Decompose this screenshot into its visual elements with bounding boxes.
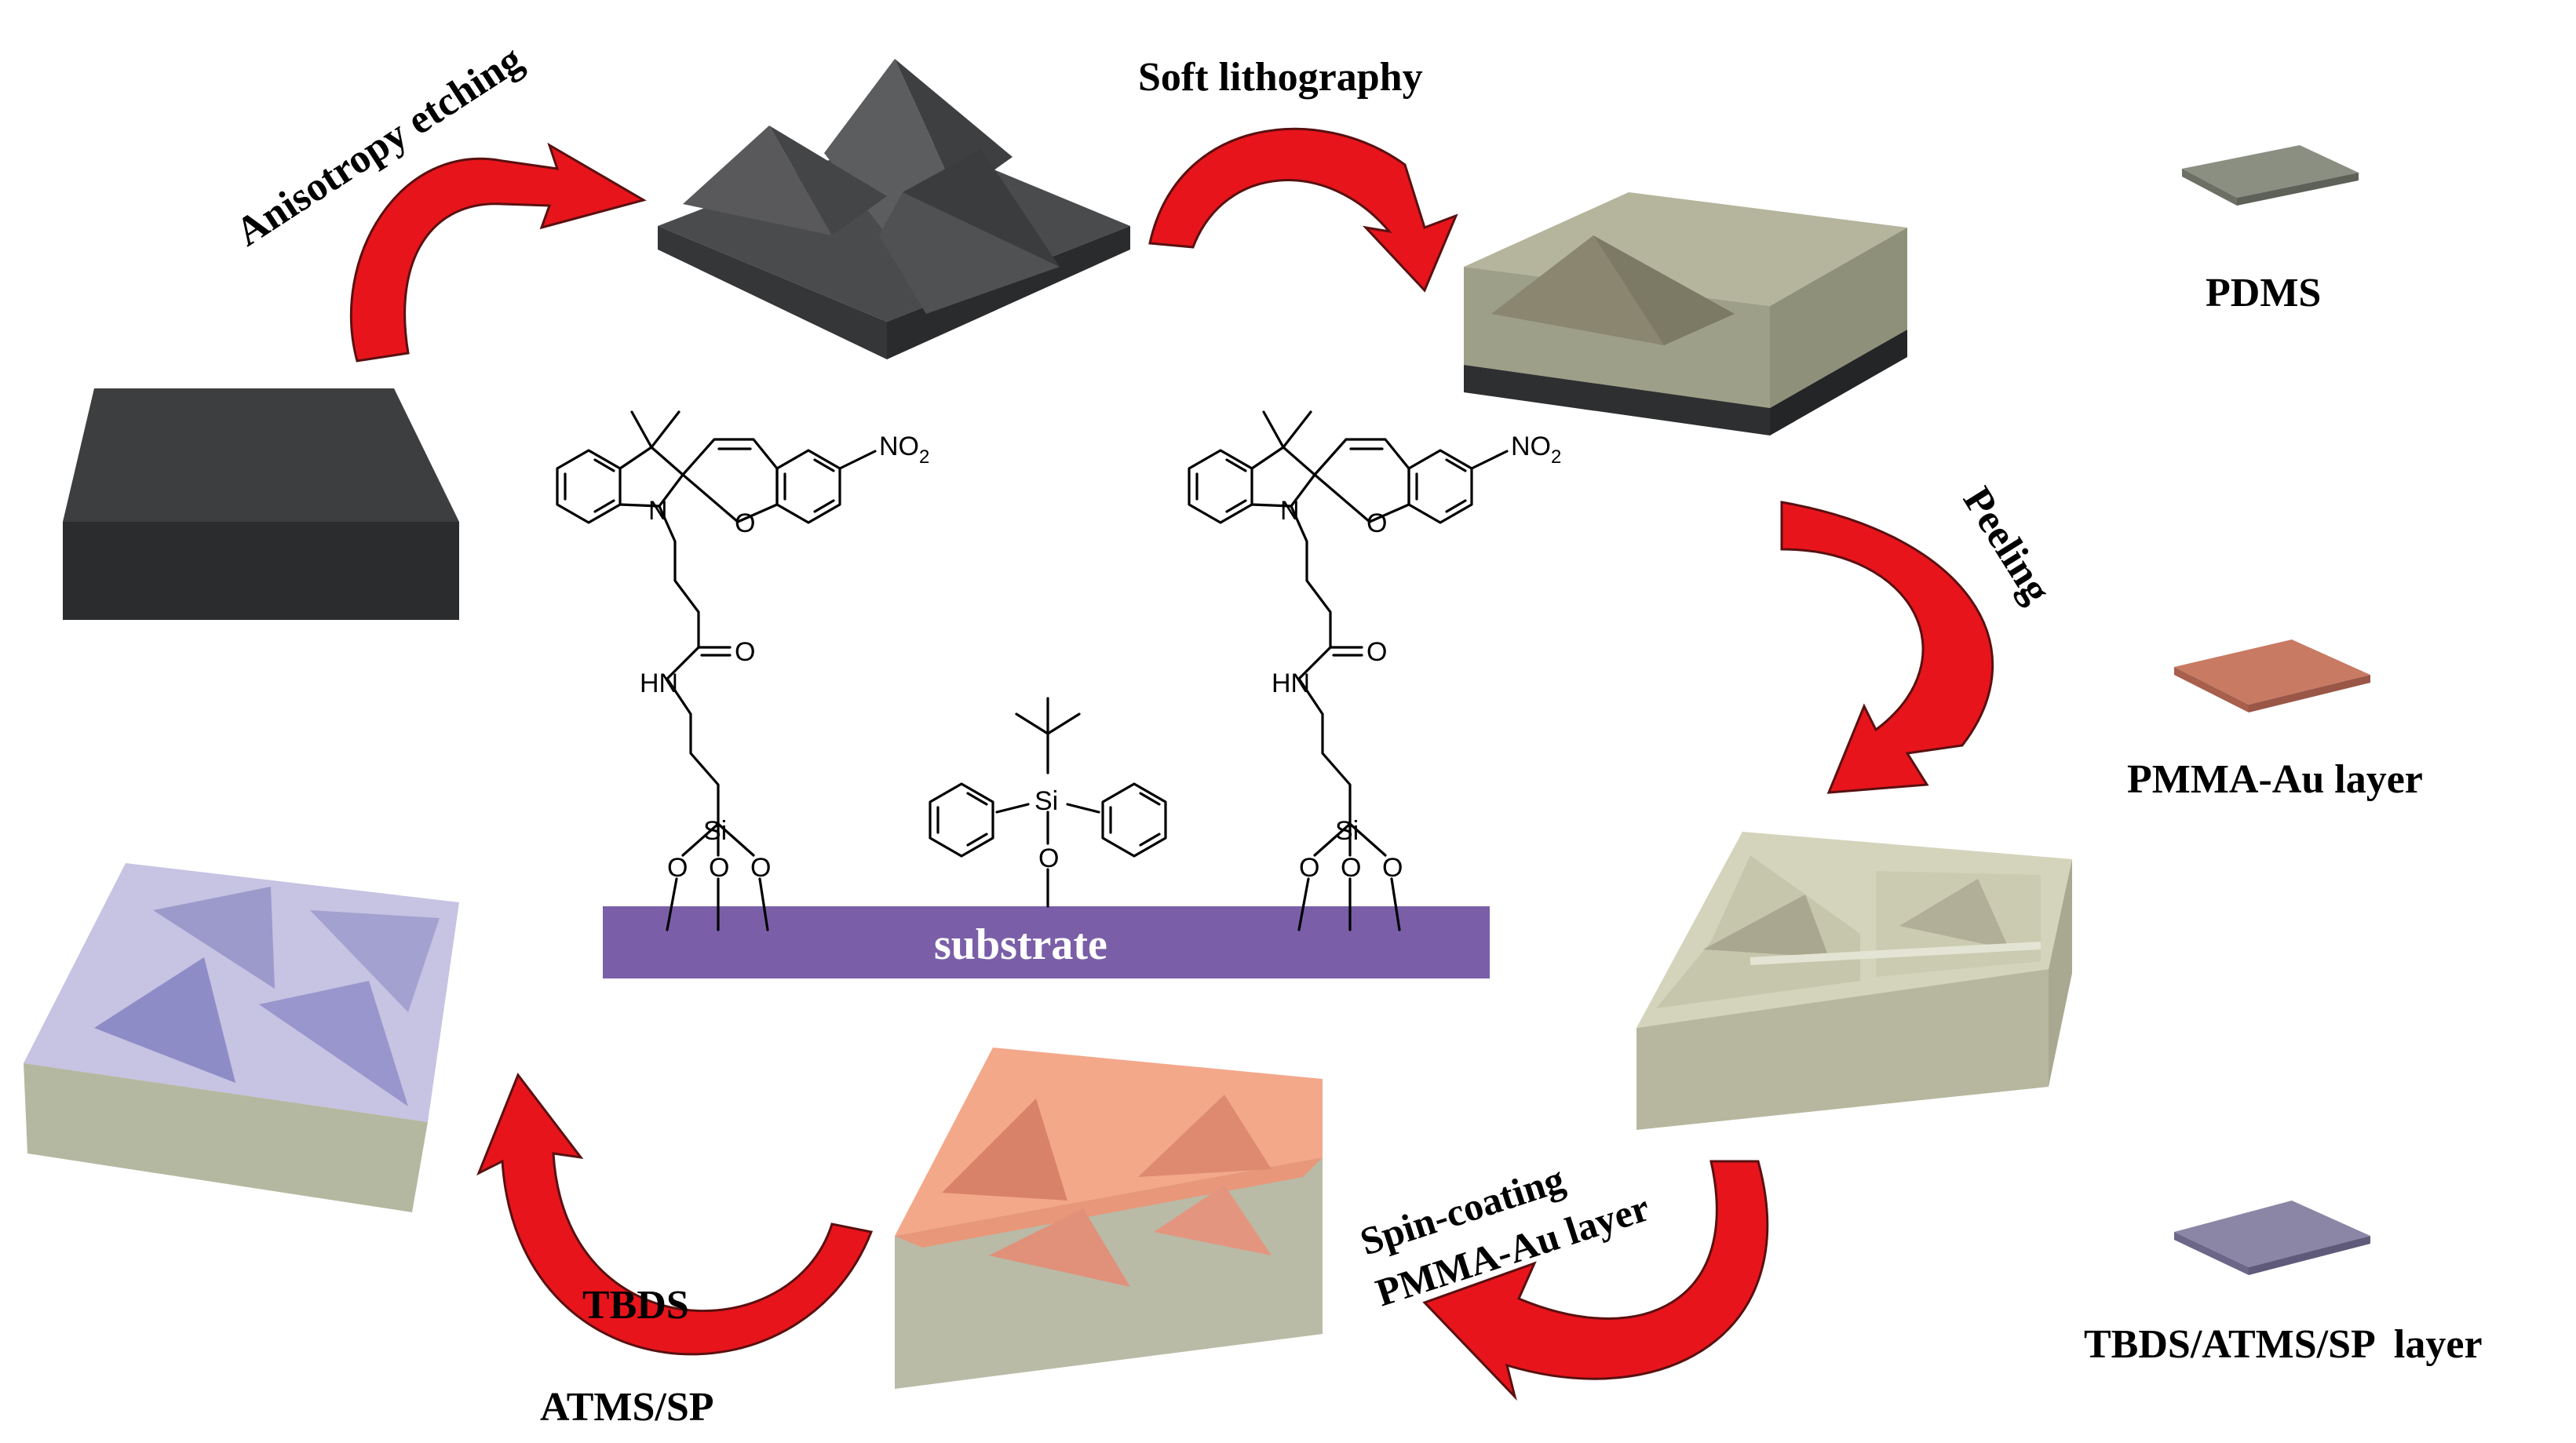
arrow-spin-coating (1422, 1160, 1769, 1401)
o-atom-left: O (735, 508, 755, 538)
n-atom-right: N (1280, 496, 1300, 526)
tbds-si-atom: Si (1034, 786, 1058, 816)
arrow-peeling (1780, 501, 1994, 794)
legend-pdms-label: PDMS (2206, 271, 2321, 315)
o-leg-right-1: O (1299, 853, 1319, 883)
legend-pmma-au-swatch (2174, 640, 2370, 712)
no2-label-right: NO2 (1511, 432, 1561, 468)
carbonyl-o-right: O (1366, 637, 1387, 667)
legend-tbds-atms-sp-label: TBDS/ATMS/SP layer (2084, 1322, 2483, 1367)
o-leg-left-1: O (667, 853, 688, 883)
hn-label-left: HN (640, 669, 678, 698)
si-atom-left: Si (703, 816, 727, 846)
legend-pdms-swatch (2182, 145, 2359, 206)
hn-label-right: HN (1272, 669, 1310, 698)
o-leg-right-3: O (1382, 853, 1403, 883)
o-leg-left-2: O (709, 853, 729, 883)
pdms-mold-block (1636, 832, 2072, 1130)
tbds-coated-block (24, 863, 459, 1212)
legend-pmma-au-label: PMMA-Au layer (2127, 757, 2423, 802)
arrow-tbds (476, 1072, 874, 1356)
arrow-soft-lithography (1148, 127, 1458, 293)
legend-tbds-swatch (2174, 1201, 2370, 1275)
tbds-molecule: Si O (929, 697, 1167, 908)
silicon-wafer-block (63, 388, 459, 620)
step-tbds-label: TBDS (582, 1283, 689, 1328)
carbonyl-o-left: O (735, 637, 755, 667)
o-leg-left-3: O (750, 853, 771, 883)
substrate-bar (603, 906, 1490, 978)
step-soft-lithography-label: Soft lithography (1138, 55, 1423, 100)
tbds-o-atom: O (1038, 844, 1059, 873)
o-leg-right-2: O (1341, 853, 1361, 883)
chemistry-schematic: substrate NO2 N O O HN Si O O O NO2 N O … (557, 412, 1561, 978)
si-atom-right: Si (1335, 816, 1359, 846)
legend: PDMS PMMA-Au layer TBDS/ATMS/SP layer (2084, 145, 2483, 1367)
etched-pyramid-block (658, 59, 1130, 359)
spiropyran-left: NO2 N O O HN Si O O O (557, 412, 929, 930)
spiropyran-right: NO2 N O O HN Si O O O (1189, 412, 1561, 930)
n-atom-left: N (648, 496, 668, 526)
pmma-au-coated-block (895, 1048, 1323, 1389)
arrow-etching (349, 142, 647, 363)
no2-label-left: NO2 (879, 432, 929, 468)
step-peeling-label: Peeling (1954, 479, 2060, 610)
o-atom-right: O (1366, 508, 1387, 538)
substrate-label: substrate (934, 920, 1107, 969)
pdms-cast-block (1464, 192, 1907, 435)
step-atms-sp-label: ATMS/SP (540, 1385, 714, 1430)
